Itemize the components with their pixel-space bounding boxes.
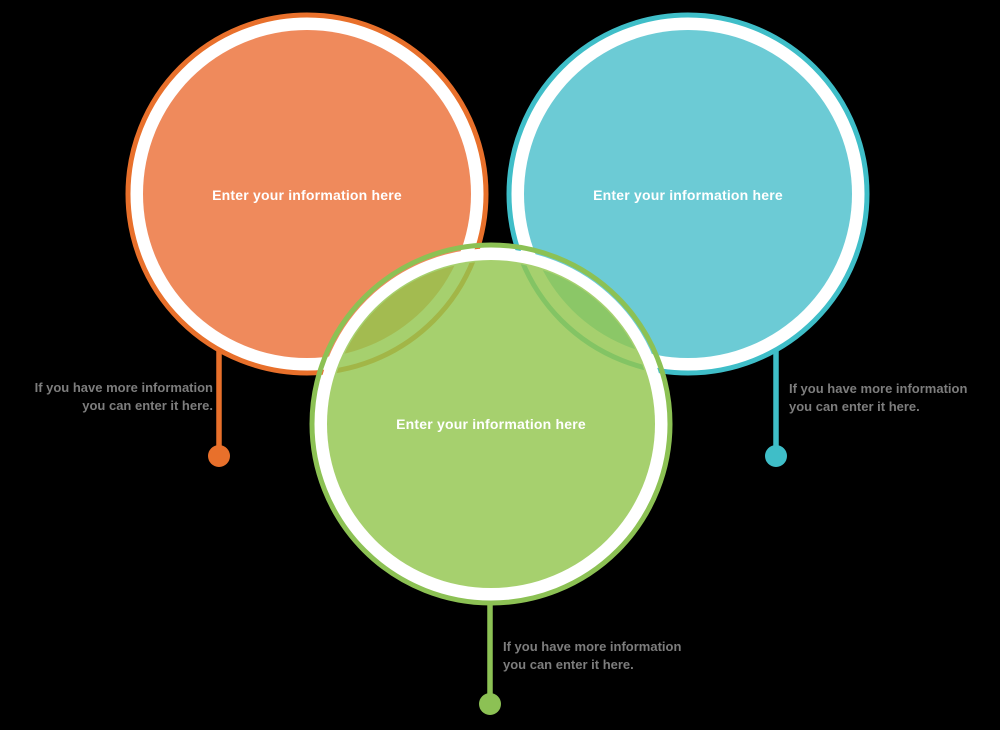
orange-note-line1: If you have more information	[34, 380, 213, 395]
green-circle	[309, 242, 673, 606]
green-circle-white-ring	[315, 248, 667, 600]
blue-more-info-note[interactable]: If you have more information you can ent…	[789, 380, 967, 416]
orange-circle-label[interactable]: Enter your information here	[212, 187, 402, 203]
blue-note-line2: you can enter it here.	[789, 399, 920, 414]
green-more-info-note[interactable]: If you have more information you can ent…	[503, 638, 681, 674]
blue-circle	[506, 12, 870, 376]
blue-circle-fill[interactable]	[524, 30, 852, 358]
green-connector-dot	[479, 693, 501, 715]
blue-connector-dot	[765, 445, 787, 467]
green-circle-outline	[309, 242, 673, 606]
green-circle-fill[interactable]	[327, 260, 655, 588]
blue-note-line1: If you have more information	[789, 381, 968, 396]
green-circle-label[interactable]: Enter your information here	[396, 416, 586, 432]
orange-circle-outline	[125, 12, 489, 376]
green-note-line1: If you have more information	[503, 639, 682, 654]
blue-circle-white-ring	[512, 18, 864, 370]
orange-note-line2: you can enter it here.	[82, 398, 213, 413]
orange-circle-white-ring	[131, 18, 483, 370]
green-note-line2: you can enter it here.	[503, 657, 634, 672]
orange-connector-dot	[208, 445, 230, 467]
orange-more-info-note[interactable]: If you have more information you can ent…	[0, 379, 213, 415]
blue-circle-label[interactable]: Enter your information here	[593, 187, 783, 203]
blue-circle-outline	[506, 12, 870, 376]
